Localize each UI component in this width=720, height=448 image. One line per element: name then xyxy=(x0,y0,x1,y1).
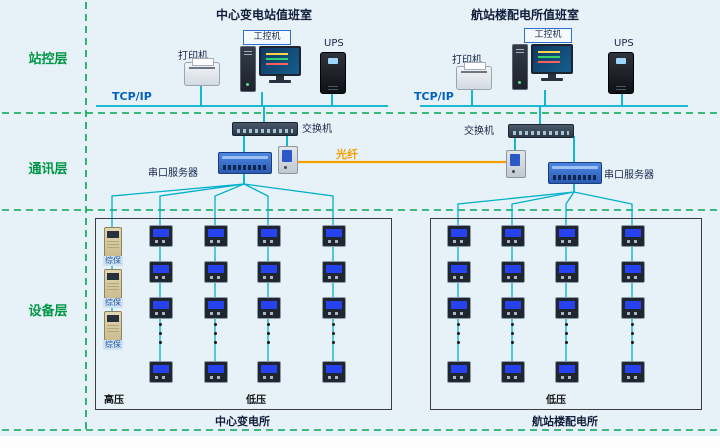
left-ipc-label: 工控机 xyxy=(243,30,291,45)
right-serial-server-label: 串口服务器 xyxy=(604,170,654,181)
power-meter-icon xyxy=(149,361,173,383)
power-meter-icon xyxy=(501,361,525,383)
power-meter-icon xyxy=(621,261,645,283)
ellipsis-dots xyxy=(631,323,634,326)
power-meter-icon xyxy=(555,261,579,283)
bottom-margin xyxy=(0,436,720,448)
left-printer-label: 打印机 xyxy=(178,51,208,62)
power-meter-icon xyxy=(555,225,579,247)
power-meter-icon xyxy=(501,225,525,247)
left-panel-caption: 中心变电所 xyxy=(215,415,270,428)
power-meter-icon xyxy=(204,261,228,283)
power-meter-icon xyxy=(257,225,281,247)
right-ipc-label: 工控机 xyxy=(524,28,572,43)
pc-tower-icon xyxy=(240,46,256,92)
lv-label: 低压 xyxy=(246,395,266,406)
protection-relay-icon xyxy=(104,227,122,257)
pc-monitor-icon xyxy=(259,46,301,83)
power-meter-icon xyxy=(621,297,645,319)
relay-label: 综保 xyxy=(103,298,123,308)
ellipsis-dots xyxy=(511,323,514,326)
power-meter-icon xyxy=(149,297,173,319)
relay-label: 综保 xyxy=(103,256,123,266)
printer-icon xyxy=(456,62,492,90)
serial-server-icon xyxy=(548,162,602,184)
industrial-pc-icon xyxy=(240,46,301,92)
power-meter-icon xyxy=(621,361,645,383)
lv-label: 低压 xyxy=(546,395,566,406)
power-meter-icon xyxy=(501,297,525,319)
left-ups-label: UPS xyxy=(324,38,344,49)
power-meter-icon xyxy=(204,225,228,247)
hv-label: 高压 xyxy=(104,395,124,406)
protection-relay-icon xyxy=(104,269,122,299)
fiber-converter-icon xyxy=(278,146,298,174)
power-meter-icon xyxy=(447,261,471,283)
left-substation-panel: 高压 低压 综保综保综保 xyxy=(95,218,392,410)
layer-label-communication: 通讯层 xyxy=(28,162,68,177)
power-meter-icon xyxy=(204,297,228,319)
right-printer-label: 打印机 xyxy=(452,55,482,66)
ups-icon xyxy=(320,52,346,94)
right-switch-label: 交换机 xyxy=(464,126,494,137)
fiber-label: 光纤 xyxy=(336,148,358,161)
ups-icon xyxy=(608,52,634,94)
power-meter-icon xyxy=(257,261,281,283)
right-substation-panel: 低压 xyxy=(430,218,702,410)
power-meter-icon xyxy=(447,361,471,383)
left-switch-label: 交换机 xyxy=(302,124,332,135)
layer-label-device: 设备层 xyxy=(28,304,68,319)
pc-tower-icon xyxy=(512,44,528,90)
ethernet-switch-icon xyxy=(232,122,298,136)
power-meter-icon xyxy=(555,297,579,319)
ellipsis-dots xyxy=(457,323,460,326)
fiber-converter-icon xyxy=(506,150,526,178)
power-meter-icon xyxy=(621,225,645,247)
printer-icon xyxy=(184,58,220,86)
power-meter-icon xyxy=(322,261,346,283)
power-meter-icon xyxy=(149,225,173,247)
power-meter-icon xyxy=(257,361,281,383)
ellipsis-dots xyxy=(214,323,217,326)
ellipsis-dots xyxy=(565,323,568,326)
left-serial-server-label: 串口服务器 xyxy=(148,168,198,179)
right-panel-caption: 航站楼配电所 xyxy=(532,415,598,428)
power-meter-icon xyxy=(447,225,471,247)
power-meter-icon xyxy=(322,225,346,247)
power-meter-icon xyxy=(322,297,346,319)
right-room-title: 航站楼配电所值班室 xyxy=(470,8,579,22)
ellipsis-dots xyxy=(159,323,162,326)
power-meter-icon xyxy=(447,297,471,319)
layer-label-station-control: 站控层 xyxy=(28,52,68,67)
power-meter-icon xyxy=(204,361,228,383)
left-room-title: 中心变电站值班室 xyxy=(215,8,312,22)
pc-monitor-icon xyxy=(531,44,573,81)
power-meter-icon xyxy=(555,361,579,383)
ethernet-switch-icon xyxy=(508,124,574,138)
power-meter-icon xyxy=(149,261,173,283)
right-ups-label: UPS xyxy=(614,38,634,49)
relay-label: 综保 xyxy=(103,340,123,350)
industrial-pc-icon xyxy=(512,44,573,90)
protection-relay-icon xyxy=(104,311,122,341)
ellipsis-dots xyxy=(267,323,270,326)
power-meter-icon xyxy=(501,261,525,283)
ellipsis-dots xyxy=(332,323,335,326)
power-meter-icon xyxy=(257,297,281,319)
left-tcpip-label: TCP/IP xyxy=(112,90,152,103)
right-tcpip-label: TCP/IP xyxy=(414,90,454,103)
power-meter-icon xyxy=(322,361,346,383)
serial-server-icon xyxy=(218,152,272,174)
